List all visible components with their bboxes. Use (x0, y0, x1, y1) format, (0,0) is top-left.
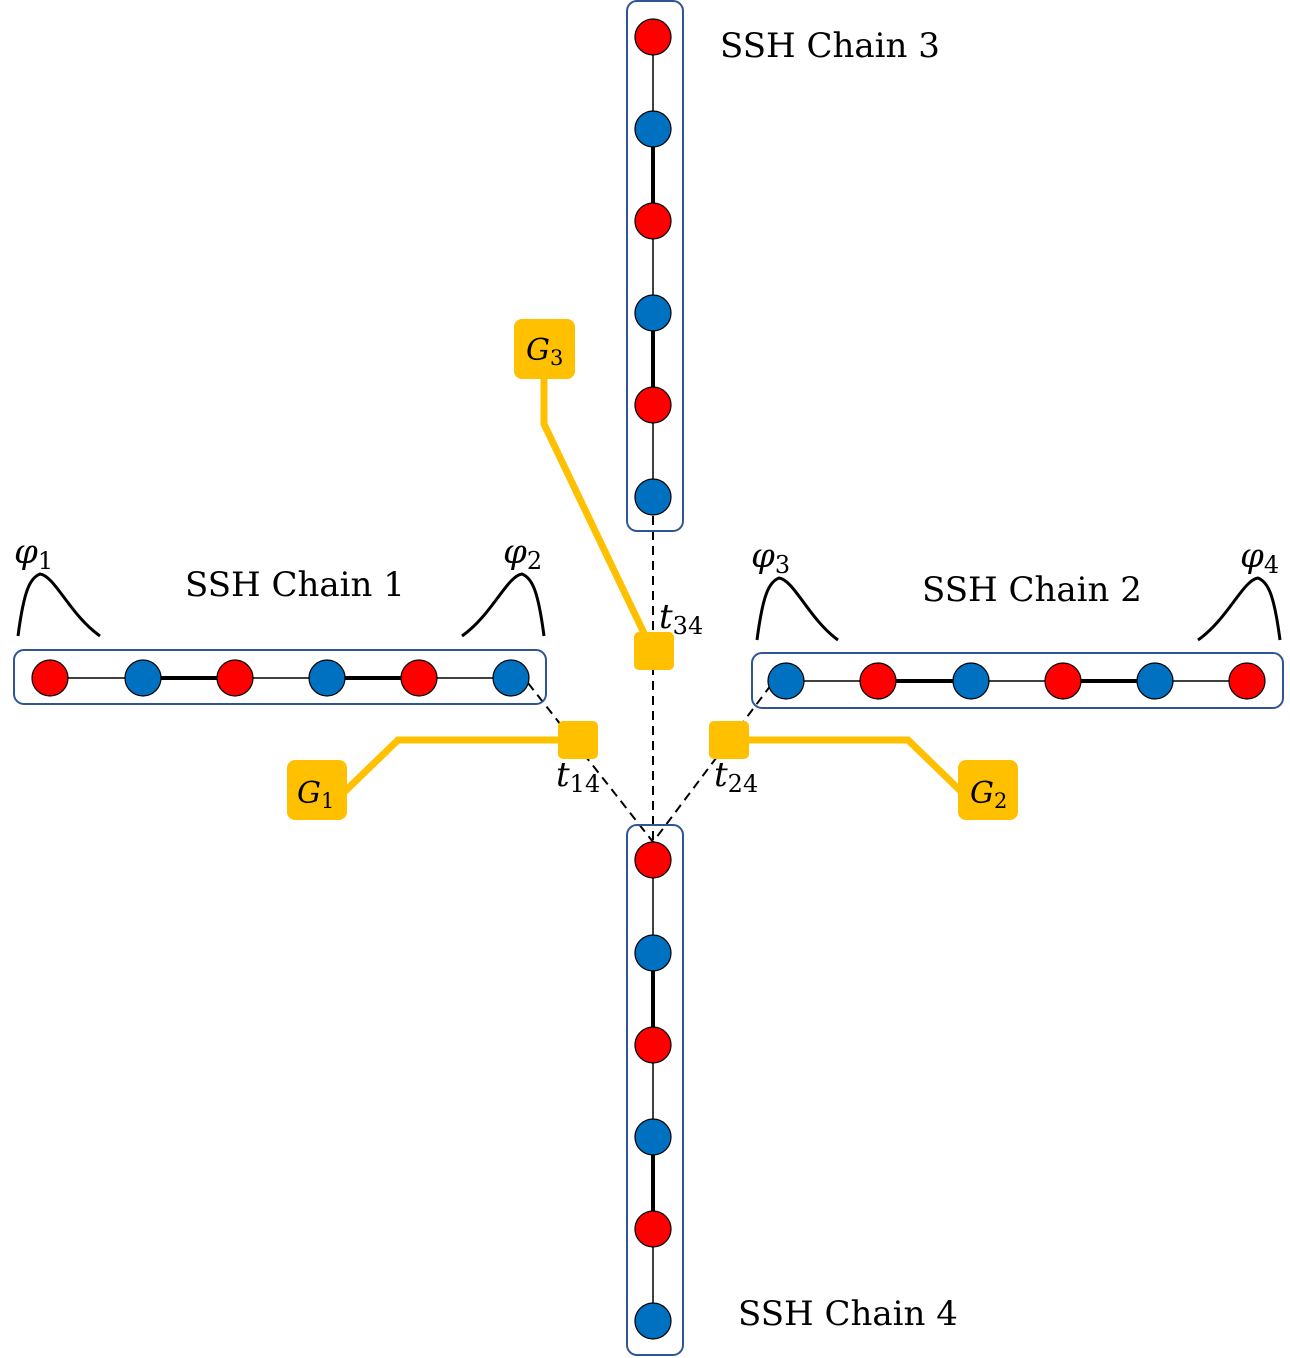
site-red (634, 1026, 672, 1064)
edge-state-phi2-label: φ2 (503, 532, 542, 575)
edge-state-phi1-label: φ1 (14, 532, 53, 575)
site-red (859, 662, 897, 700)
site-blue (308, 659, 346, 697)
site-blue (952, 662, 990, 700)
coupling-line-14 (527, 682, 654, 843)
gate-g3-box (514, 319, 575, 379)
coupling-label-t34: t34 (659, 597, 703, 640)
ssh-chain-1: SSH Chain 1 φ1 φ2 (13, 532, 547, 705)
chain-3-box (626, 0, 684, 532)
ssh-chain-3: SSH Chain 3 (626, 0, 940, 532)
chain-2-box (751, 652, 1284, 709)
site-red (1044, 662, 1082, 700)
gate-g1: G1 (287, 760, 347, 820)
site-blue (634, 294, 672, 332)
gate-wire-2 (728, 736, 973, 803)
gate-g1-label: G1 (297, 776, 334, 813)
chain-1-label: SSH Chain 1 (185, 565, 405, 605)
site-blue (767, 662, 805, 700)
edge-state-phi4-curve (1197, 576, 1282, 642)
edge-state-phi2-curve (461, 572, 546, 638)
site-red (634, 386, 672, 424)
edge-state-phi3-curve (755, 576, 839, 642)
coupling-label-t24: t24 (714, 755, 758, 798)
coupling-node-34 (634, 632, 674, 670)
edge-state-phi4-label: φ4 (1240, 536, 1279, 579)
chain-3-label: SSH Chain 3 (720, 26, 940, 66)
edge-state-phi3-label: φ3 (751, 536, 790, 579)
coupling-nodes (558, 632, 749, 759)
site-red (634, 202, 672, 240)
site-red (634, 1210, 672, 1248)
coupling-label-t14: t14 (556, 755, 600, 798)
site-blue (634, 110, 672, 148)
site-red (216, 659, 254, 697)
gate-g2-label: G2 (970, 776, 1007, 813)
site-red (31, 659, 69, 697)
chain-4-box (626, 824, 684, 1356)
edge-state-phi1-curve (16, 572, 101, 638)
site-blue (634, 934, 672, 972)
ssh-chain-4: SSH Chain 4 (626, 824, 958, 1356)
gate-wire-3 (540, 360, 657, 654)
site-blue (124, 659, 162, 697)
site-red (634, 18, 672, 56)
chain-4-label: SSH Chain 4 (738, 1294, 958, 1334)
site-blue (1136, 662, 1174, 700)
gate-wire-1 (333, 736, 578, 803)
site-blue (634, 478, 672, 516)
gate-wires (333, 360, 973, 803)
ssh-chain-2: SSH Chain 2 φ3 φ4 (751, 536, 1284, 709)
coupling-lines (527, 516, 772, 843)
site-blue (634, 1118, 672, 1156)
gate-g2-box (958, 760, 1018, 820)
gate-g1-box (287, 760, 347, 820)
site-blue (492, 659, 530, 697)
site-red (1228, 662, 1266, 700)
gate-g2: G2 (958, 760, 1018, 820)
coupling-node-24 (709, 721, 749, 759)
site-red (400, 659, 438, 697)
gate-g3: G3 (514, 319, 575, 379)
gate-g3-label: G3 (526, 333, 563, 370)
chain-2-label: SSH Chain 2 (922, 570, 1142, 610)
chain-1-box (13, 649, 547, 705)
site-red (634, 841, 672, 879)
coupling-line-24 (652, 684, 772, 843)
coupling-node-14 (558, 721, 598, 759)
site-blue (634, 1302, 672, 1340)
